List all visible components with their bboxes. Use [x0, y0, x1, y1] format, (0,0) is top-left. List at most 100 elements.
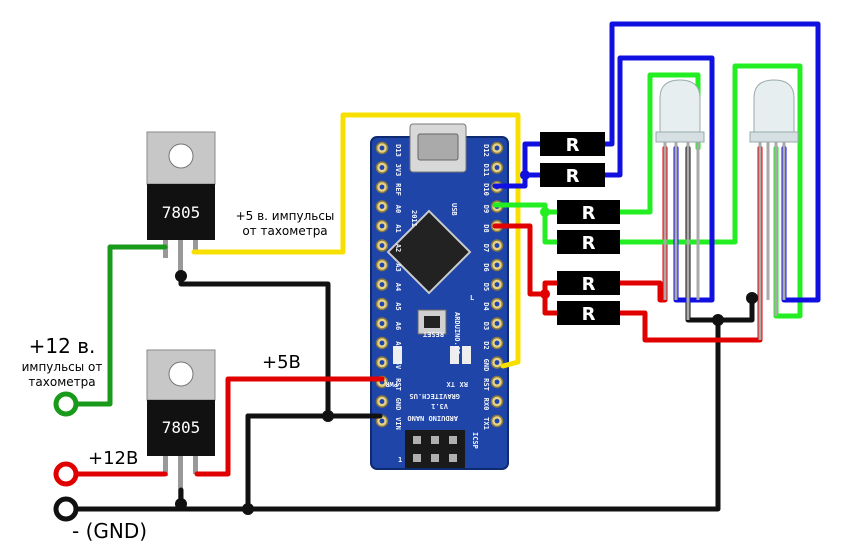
led-1-rim: [655, 131, 705, 143]
pin-hole-center: [379, 360, 385, 365]
pin-label: GND: [482, 359, 490, 372]
icsp-pins: [413, 436, 457, 462]
junction-dot: [712, 314, 724, 326]
junction-dot: [746, 292, 758, 304]
pin-hole-center: [379, 340, 385, 346]
resistor: R: [557, 271, 620, 295]
regulator-bottom: 7805: [146, 349, 216, 504]
wire-red-5v: [194, 376, 385, 477]
pin-label: A1: [394, 224, 402, 232]
terminal-12v: [53, 461, 79, 487]
pin-hole-center: [379, 184, 385, 190]
pin-hole-center: [379, 204, 385, 209]
led-2-rim: [749, 131, 799, 143]
resistor-body: [540, 163, 605, 187]
silk-pwr: PWR: [385, 380, 398, 388]
silk-usb: USB: [450, 203, 458, 216]
resistor-body: [540, 132, 605, 156]
pin-hole-center: [494, 360, 500, 365]
pin-hole-center: [379, 243, 385, 248]
pin-label: A4: [394, 283, 402, 291]
regulator-bottom-pin: [193, 456, 198, 474]
junction-dots: [175, 270, 758, 515]
pin-hole-center: [494, 262, 500, 268]
pin-label: D12: [482, 144, 490, 157]
silk-site: ARDUINO.CC: [453, 312, 461, 354]
silk-rx: RX: [459, 380, 468, 388]
junction-dot: [242, 503, 254, 515]
label-pulse-5v-line2: от тахометра: [242, 224, 327, 238]
pin-label: RX0: [482, 398, 490, 411]
pin-label: 3V3: [394, 164, 402, 177]
silk-year: 2011: [410, 210, 418, 227]
regulator-bottom-pin: [178, 456, 183, 504]
pin-label: A5: [394, 302, 402, 310]
pin-hole-center: [494, 321, 500, 326]
regulator-bottom-hole: [168, 361, 194, 387]
resistor-label: R: [582, 203, 596, 224]
pin-label: D10: [482, 183, 490, 196]
resistor-body: [557, 230, 620, 254]
pin-label: D2: [482, 341, 490, 349]
tx-led: [450, 346, 459, 364]
pin-label: RST: [394, 378, 402, 391]
resistor-body: [557, 200, 620, 224]
junction-dot: [322, 410, 334, 422]
pin-hole-center: [379, 418, 385, 424]
regulator-top-pin: [193, 240, 198, 254]
resistor-label: R: [566, 135, 580, 156]
pin-hole-center: [379, 321, 385, 326]
pin-label: D6: [482, 263, 490, 271]
junction-dot: [175, 270, 187, 282]
rgb-led-2: [749, 79, 799, 340]
wire-red-led1: [617, 145, 668, 303]
led-2-dome: [753, 79, 795, 137]
pin-label: A3: [394, 263, 402, 271]
pin-hole-center: [379, 223, 385, 229]
resistor: R: [540, 163, 605, 187]
pin-hole-center: [494, 340, 500, 346]
pin-label: D4: [482, 302, 490, 310]
silk-reset: RESET: [423, 330, 444, 338]
microcontroller-chip: [386, 209, 472, 295]
label-plus12v: +12В: [88, 448, 138, 469]
pin-hole-center: [494, 301, 500, 307]
pin-label: A0: [394, 205, 402, 213]
label-12v-pulse-line3: тахометра: [28, 375, 95, 389]
junction-dot: [175, 498, 187, 510]
pin-hole-center: [379, 165, 385, 170]
pwr-led: [393, 346, 402, 364]
pin-hole-center: [494, 282, 500, 287]
pin-hole-center: [379, 282, 385, 287]
pin-hole-center: [379, 301, 385, 307]
led-1-dome: [659, 79, 701, 137]
resistor: R: [557, 200, 620, 224]
resistor: R: [557, 301, 620, 325]
pin-hole-center: [494, 243, 500, 248]
regulator-bottom-pin: [163, 456, 168, 476]
resistor-body: [557, 271, 620, 295]
label-12v-pulse-line2: импульсы от: [22, 360, 103, 374]
pin-hole-center: [494, 379, 500, 385]
pin-hole-center: [494, 145, 500, 151]
rx-led: [462, 346, 471, 364]
terminal-pulse-12v: [53, 391, 79, 417]
resistor-label: R: [582, 304, 596, 325]
junction-dot-blue: [520, 170, 530, 180]
resistor-label: R: [582, 274, 596, 295]
pin-label: VIN: [394, 417, 402, 430]
pin-label: GND: [394, 398, 402, 411]
silk-model: ARDUINO NANO: [407, 414, 458, 422]
regulator-top-hole: [168, 143, 194, 169]
resistor-label: R: [582, 233, 596, 254]
resistor-body: [557, 301, 620, 325]
regulator-top: 7805: [146, 131, 216, 278]
pin-label: D5: [482, 283, 490, 291]
regulator-top-label: 7805: [162, 203, 201, 222]
label-pulse-5v-line1: +5 в. импульсы: [236, 209, 335, 223]
resistor: R: [540, 132, 605, 156]
led-2-legs: [758, 142, 786, 340]
